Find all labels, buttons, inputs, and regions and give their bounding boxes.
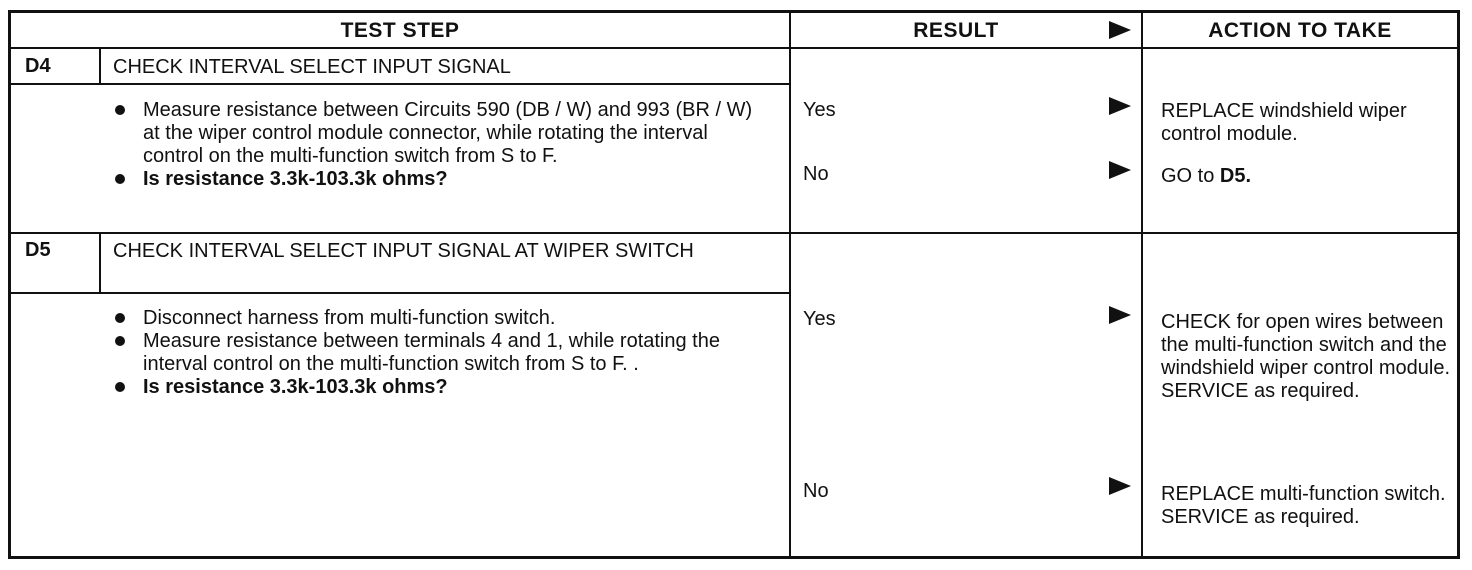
action-d4-no: GO to D5. [1161,165,1252,187]
step-title-d5: CHECK INTERVAL SELECT INPUT SIGNAL AT WI… [113,240,694,262]
list-item: Is resistance 3.3k-103.3k ohms? [107,376,727,399]
divider-stepno-d4 [99,49,101,83]
divider-result [789,13,791,556]
step-d4-instructions: Measure resistance between Circuits 590 … [107,99,757,191]
divider-stepno-d5 [99,233,101,293]
list-item: Is resistance 3.3k-103.3k ohms? [107,168,757,191]
result-yes-d4: Yes [803,99,836,121]
list-item: Measure resistance between Circuits 590 … [107,99,757,168]
header-action: ACTION TO TAKE [1208,19,1392,42]
bullet-icon [115,174,125,184]
step-number-d4: D4 [25,55,51,77]
arrow-icon [1109,161,1131,179]
step-title-d4: CHECK INTERVAL SELECT INPUT SIGNAL [113,56,511,78]
d4-title-rule [11,83,789,85]
action-d4-yes: REPLACE windshield wiper control module. [1161,100,1407,145]
bullet-icon [115,382,125,392]
header-test-step: TEST STEP [340,19,460,42]
diagnostic-table: TEST STEP RESULT ACTION TO TAKE D4 CHECK… [8,10,1460,559]
action-d5-no: REPLACE multi-function switch. SERVICE a… [1161,483,1446,528]
arrow-icon [1109,477,1131,495]
result-no-d5: No [803,480,829,502]
header-bottom-rule [11,47,1457,49]
bullet-icon [115,105,125,115]
header-result: RESULT [913,19,999,42]
bullet-icon [115,336,125,346]
action-d5-yes: CHECK for open wires between the multi-f… [1161,311,1451,402]
list-item: Measure resistance between terminals 4 a… [107,330,727,376]
step-reference-d5: D5. [1219,165,1252,187]
result-yes-d5: Yes [803,308,836,330]
header-arrow-icon [1109,21,1131,39]
step-d5-instructions: Disconnect harness from multi-function s… [107,307,727,399]
arrow-icon [1109,97,1131,115]
bullet-icon [115,313,125,323]
d5-title-rule [11,292,789,294]
step-number-d5: D5 [25,239,51,261]
divider-action [1141,13,1143,556]
result-no-d4: No [803,163,829,185]
step-separator-rule [11,232,1457,234]
list-item: Disconnect harness from multi-function s… [107,307,727,330]
arrow-icon [1109,306,1131,324]
